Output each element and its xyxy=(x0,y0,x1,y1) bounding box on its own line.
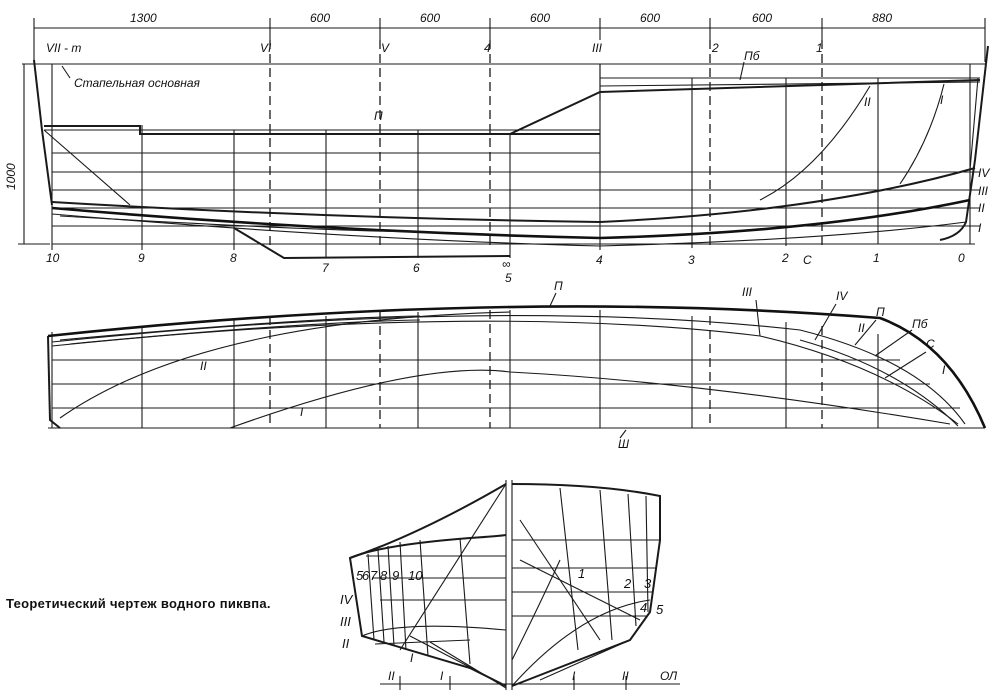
plan-label-deck: П xyxy=(554,279,563,293)
frame-marks: VII - т VI V 4 III 2 1 xyxy=(46,41,823,55)
plan-label-ii: II xyxy=(858,321,865,335)
plan-label-i: I xyxy=(942,363,946,377)
body-aft-8: 8 xyxy=(380,568,388,583)
wl-i: I xyxy=(978,221,982,235)
frame-mark-vii: VII - т xyxy=(46,41,81,55)
body-buttock-i-inner: I xyxy=(410,651,414,665)
wl-iv: IV xyxy=(978,166,990,180)
frame-mark-1: 1 xyxy=(816,41,823,55)
station-10: 10 xyxy=(46,251,60,265)
station-9: 9 xyxy=(138,251,145,265)
station-3: 3 xyxy=(688,253,695,267)
body-aft-7: 7 xyxy=(370,568,378,583)
station-4: 4 xyxy=(596,253,603,267)
body-buttock-i-left: I xyxy=(440,669,444,683)
station-8: 8 xyxy=(230,251,237,265)
plan-label-sh: Ш xyxy=(618,437,630,451)
dim-600-b: 600 xyxy=(420,11,440,25)
chine-label: С xyxy=(803,253,812,267)
station-0: 0 xyxy=(958,251,965,265)
body-aft-6: 6 xyxy=(362,568,370,583)
body-aft-10: 10 xyxy=(408,568,423,583)
station-7: 7 xyxy=(322,261,330,275)
baseline-label: Стапельная основная xyxy=(74,76,201,90)
body-fwd-2: 2 xyxy=(623,576,632,591)
body-buttock-ii-right: II xyxy=(622,669,629,683)
body-wl-ii: II xyxy=(342,636,350,651)
dim-600-a: 600 xyxy=(310,11,330,25)
body-buttock-ii-left: II xyxy=(388,669,395,683)
frame-mark-2: 2 xyxy=(711,41,719,55)
dimension-chain: 1300 600 600 600 600 600 880 xyxy=(33,11,986,62)
dim-880: 880 xyxy=(872,11,892,25)
plan-label-buttock-i: I xyxy=(300,405,304,419)
plan-label-iii: III xyxy=(742,285,753,299)
frame-mark-vi: VI xyxy=(260,41,272,55)
station-1: 1 xyxy=(873,251,880,265)
body-aft-5: 5 xyxy=(356,568,364,583)
body-fwd-3: 3 xyxy=(644,576,652,591)
dim-1000: 1000 xyxy=(4,163,18,190)
body-buttock-i-right: I xyxy=(572,669,576,683)
body-fwd-1: 1 xyxy=(578,566,585,581)
deck-label: П xyxy=(374,109,383,123)
deck-top-label: Пб xyxy=(744,49,761,63)
body-fwd-4: 4 xyxy=(640,600,647,615)
wl-ii: II xyxy=(978,201,985,215)
dim-1300: 1300 xyxy=(130,11,157,25)
body-plan: ОЛ xyxy=(340,480,680,690)
body-fwd-5: 5 xyxy=(656,602,664,617)
station-2: 2 xyxy=(781,251,789,265)
buttock-ii-label: II xyxy=(864,95,871,109)
frame-mark-iii: III xyxy=(592,41,603,55)
plan-label-pb: Пб xyxy=(912,317,929,331)
frame-mark-4: 4 xyxy=(484,41,491,55)
dim-600-c: 600 xyxy=(530,11,550,25)
plan-label-buttock-ii: II xyxy=(200,359,207,373)
plan-label-iv: IV xyxy=(836,289,848,303)
plan-view: П III IV П II Пб С I II I Ш xyxy=(47,279,987,451)
plan-label-deck-2: П xyxy=(876,305,885,319)
body-aft-9: 9 xyxy=(392,568,399,583)
profile-view: Стапельная основная 1000 xyxy=(4,40,990,285)
frame-mark-v: V xyxy=(381,41,390,55)
dim-600-d: 600 xyxy=(640,11,660,25)
wl-iii: III xyxy=(978,184,989,198)
ol-label: ОЛ xyxy=(660,669,678,683)
body-wl-iii: III xyxy=(340,614,351,629)
buttock-i-label: I xyxy=(940,93,944,107)
body-wl-iv: IV xyxy=(340,592,354,607)
station-5: 5 xyxy=(505,271,512,285)
station-5-symbol: ∞ xyxy=(502,257,511,271)
plan-label-chine: С xyxy=(926,337,935,351)
drawing-caption: Теоретический чертеж водного пиквпа. xyxy=(6,596,271,611)
station-6: 6 xyxy=(413,261,420,275)
dim-600-e: 600 xyxy=(752,11,772,25)
